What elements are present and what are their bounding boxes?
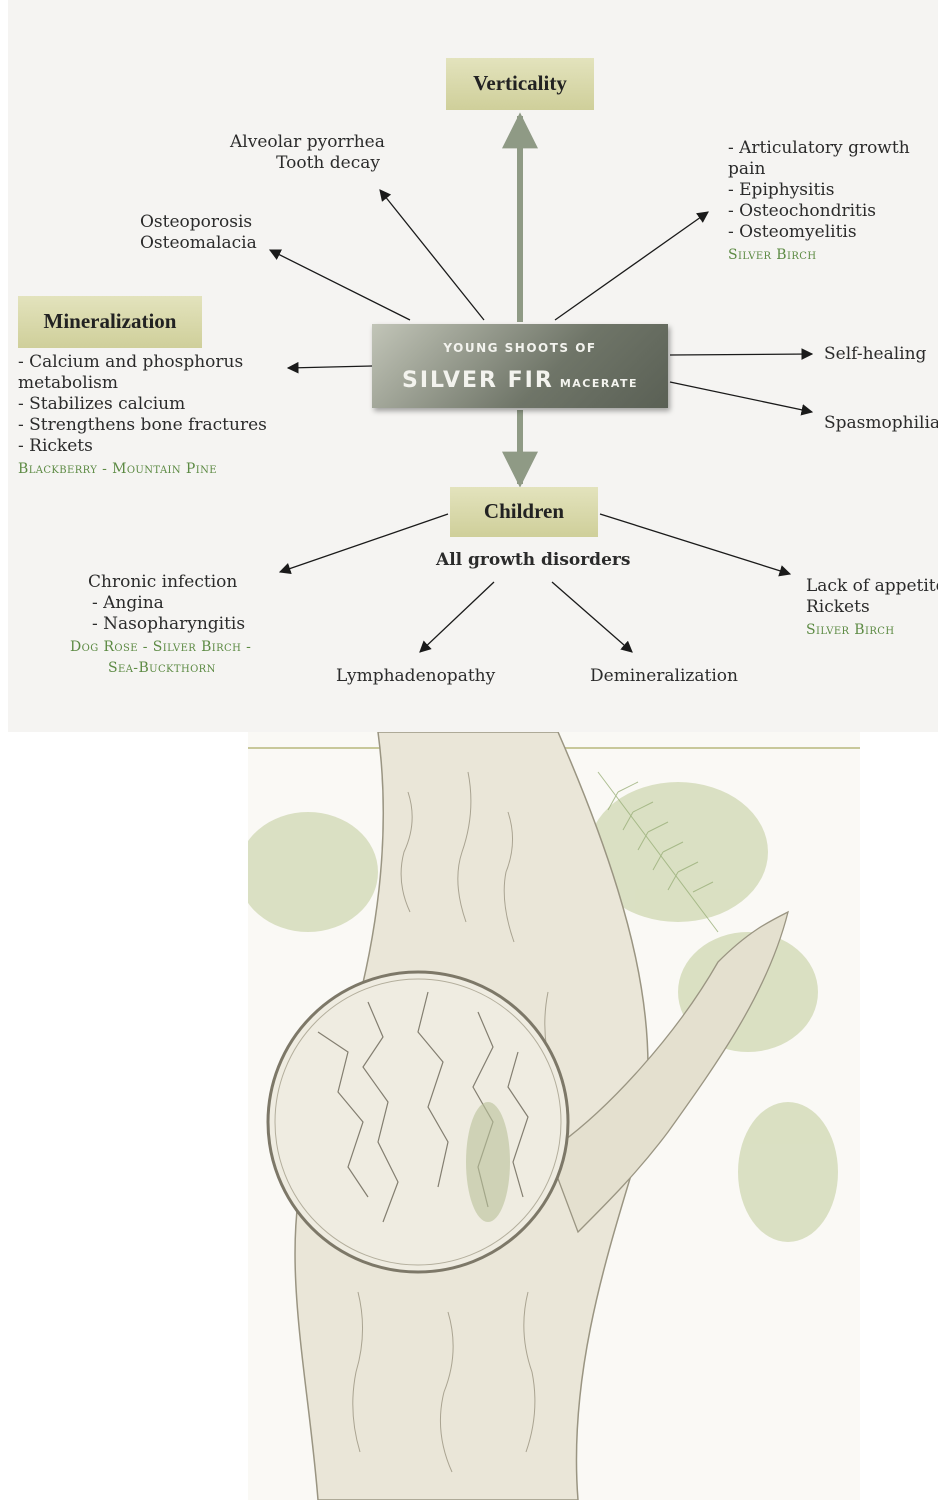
node-line: Rickets [806, 597, 938, 618]
verticality-box: Verticality [446, 58, 594, 110]
node-line: Alveolar pyorrhea [230, 132, 380, 153]
mineralization-box: Mineralization [18, 296, 202, 348]
node-line: - Osteochondritis [728, 201, 910, 222]
node-line: - Strengthens bone fractures [18, 415, 267, 436]
arrow-to-self-healing [670, 354, 812, 355]
node-line: pain [728, 159, 910, 180]
central-subtitle: macerate [560, 377, 638, 390]
node-line: - Epiphysitis [728, 180, 910, 201]
remedy-blackberry-mountain-pine: Blackberry - Mountain Pine [18, 459, 267, 480]
arrow-to-lymphadenopathy [420, 582, 494, 652]
node-self-healing: Self-healing [824, 344, 926, 365]
tree-drawing [248, 732, 860, 1500]
node-line: - Calcium and phosphorus [18, 352, 267, 373]
node-line: - Articulatory growth [728, 138, 910, 159]
node-chronic-infection: Chronic infection - Angina - Nasopharyng… [70, 572, 251, 679]
node-line: - Osteomyelitis [728, 222, 910, 243]
node-pyorrhea: Alveolar pyorrhea Tooth decay [230, 132, 380, 174]
central-title: Silver Fir [402, 368, 554, 393]
arrow-to-chronic-infection [280, 514, 448, 572]
node-osteoporosis: Osteoporosis Osteomalacia [140, 212, 252, 254]
central-node-silver-fir: Young shoots of Silver Fir macerate [372, 324, 668, 408]
central-line1: Young shoots of [372, 341, 668, 355]
remedy-silver-birch: Silver Birch [728, 245, 910, 266]
node-all-growth-disorders: All growth disorders [436, 550, 630, 571]
node-line: - Angina [70, 593, 251, 614]
remedy-sea-buckthorn: Sea-Buckthorn [70, 658, 251, 679]
arrow-to-pyorrhea [380, 190, 484, 320]
arrow-to-mineralization-list [288, 366, 372, 368]
node-line: Tooth decay [230, 153, 380, 174]
children-box: Children [450, 487, 598, 537]
node-demineralization: Demineralization [590, 666, 738, 687]
arrow-to-spasmophilia [670, 382, 812, 412]
node-spasmophilia: Spasmophilia [824, 413, 938, 434]
node-line: metabolism [18, 373, 267, 394]
node-line: Lack of appetite [806, 576, 938, 597]
arrow-to-articulatory [555, 212, 708, 320]
node-lymphadenopathy: Lymphadenopathy [336, 666, 495, 687]
node-mineralization-list: - Calcium and phosphorus metabolism - St… [18, 352, 267, 480]
node-articulatory: - Articulatory growth pain - Epiphysitis… [728, 138, 910, 266]
central-line2: Silver Fir macerate [372, 368, 668, 393]
silver-fir-trunk-illustration [248, 732, 860, 1500]
remedy-silver-birch-2: Silver Birch [806, 620, 938, 641]
node-line: - Nasopharyngitis [70, 614, 251, 635]
node-line: Chronic infection [70, 572, 251, 593]
arrow-to-osteoporosis [270, 250, 410, 320]
node-line: Osteoporosis [140, 212, 252, 233]
node-line: - Stabilizes calcium [18, 394, 267, 415]
node-line: Osteomalacia [140, 233, 252, 254]
remedy-dog-rose-silver-birch: Dog Rose - Silver Birch - [70, 637, 251, 658]
node-lack-of-appetite: Lack of appetite Rickets Silver Birch [806, 576, 938, 641]
node-line: - Rickets [18, 436, 267, 457]
arrow-to-demineralization [552, 582, 632, 652]
